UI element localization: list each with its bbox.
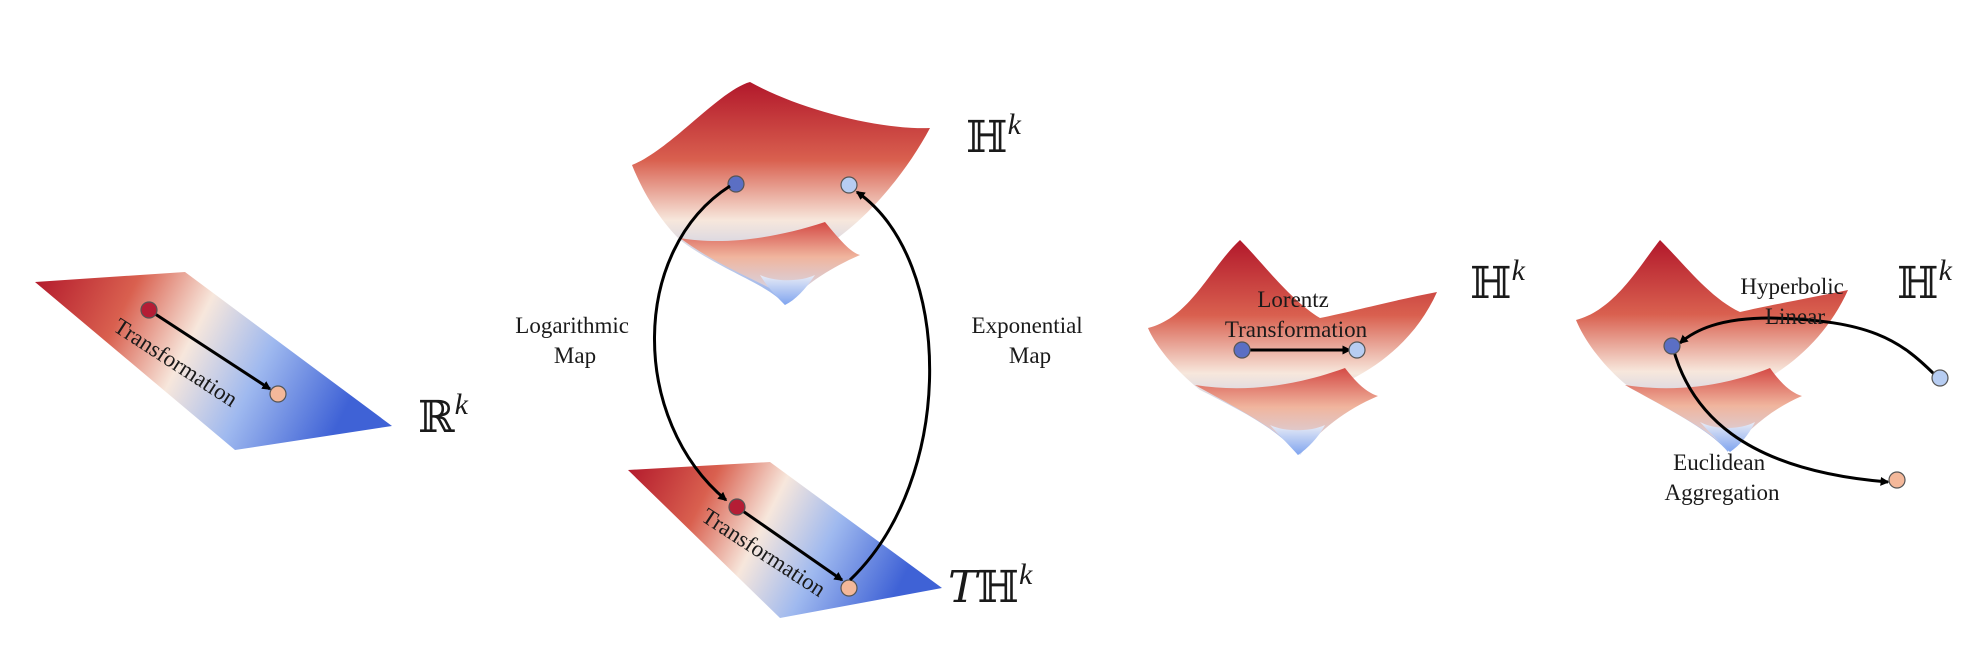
hgcn-front-fold bbox=[1625, 368, 1802, 452]
logarithmic-map-label: Logarithmic Map bbox=[515, 313, 634, 368]
logarithmic-map-arrow bbox=[653, 184, 731, 502]
hyperbolic-space-label-lorentz: ℍk bbox=[1470, 254, 1526, 309]
target-point bbox=[269, 385, 287, 403]
neighbor-point bbox=[1931, 369, 1949, 387]
lorentz-front-fold bbox=[1195, 368, 1378, 455]
euclidean-symbol: ℝ bbox=[418, 392, 455, 443]
lorentz-tip bbox=[1270, 425, 1325, 455]
lorentz-panel: Lorentz Transformation ℍk bbox=[1148, 240, 1526, 455]
tangent-source-point bbox=[728, 498, 746, 516]
hyperboloid-tip bbox=[760, 275, 815, 305]
euclidean-panel: Transformation ℝk bbox=[35, 272, 469, 450]
hgcn-hyperboloid-surface bbox=[1576, 240, 1848, 452]
hyperbolic-space-label-right: ℍk bbox=[1897, 254, 1953, 309]
lorentz-transformation-label: Lorentz Transformation bbox=[1225, 287, 1368, 342]
hyperbolic-target-point bbox=[840, 176, 858, 194]
euclidean-space-label: ℝk bbox=[418, 388, 469, 443]
hyperbolic-linear-label: Hyperbolic Linear bbox=[1740, 274, 1849, 329]
hyperbolic-linear-arrow bbox=[1678, 316, 1937, 377]
exponential-map-arrow bbox=[848, 190, 932, 582]
tangent-target-point bbox=[840, 579, 858, 597]
euclidean-plane bbox=[35, 272, 392, 450]
exponential-map-label: Exponential Map bbox=[972, 313, 1089, 368]
tangent-panel: Transformation Logarithmic Map Exponenti… bbox=[515, 82, 1089, 618]
hyperbolic-space-label-top: ℍk bbox=[966, 108, 1022, 163]
euclidean-aggregation-arrow bbox=[1671, 347, 1890, 486]
euclidean-exponent: k bbox=[455, 388, 469, 421]
aggregated-point bbox=[1888, 471, 1906, 489]
lorentz-target-point bbox=[1348, 341, 1366, 359]
tangent-transformation-arrow bbox=[736, 505, 844, 582]
hyperbolic-source-point bbox=[727, 175, 745, 193]
source-point bbox=[140, 301, 158, 319]
hyperbolic-linear-panel: Hyperbolic Linear Euclidean Aggregation … bbox=[1576, 240, 1953, 505]
lorentz-source-point bbox=[1233, 341, 1251, 359]
hyperboloid-front-fold bbox=[680, 222, 860, 300]
transformation-arrow bbox=[148, 308, 272, 391]
lorentz-hyperboloid-surface bbox=[1148, 240, 1437, 455]
euclidean-aggregation-label: Euclidean Aggregation bbox=[1665, 450, 1780, 505]
hgcn-tip bbox=[1700, 422, 1755, 452]
aggregation-center-point bbox=[1663, 337, 1681, 355]
tangent-space-label: Tℍk bbox=[948, 558, 1033, 613]
